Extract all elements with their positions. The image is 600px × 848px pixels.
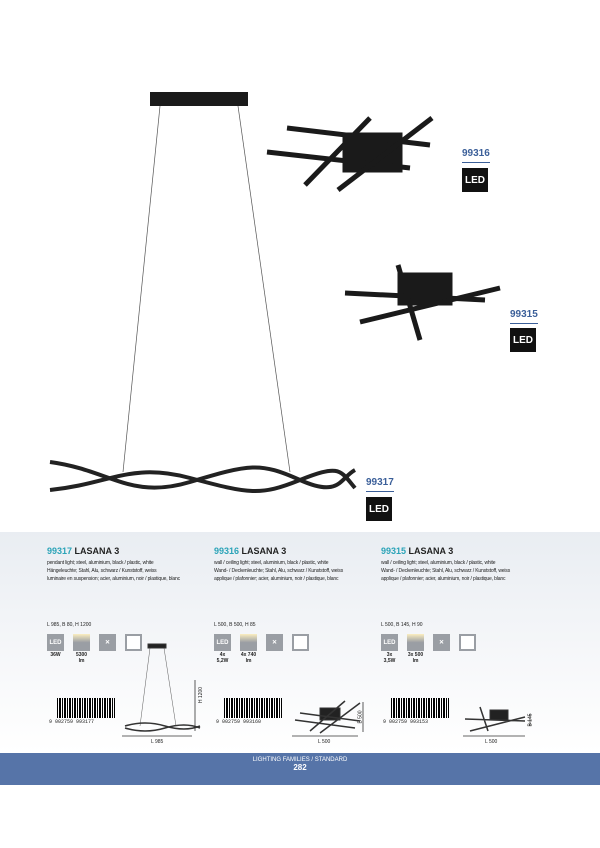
product-description: wall / ceiling light; steel, aluminium, … bbox=[381, 559, 543, 583]
product-code: 99317 bbox=[47, 546, 73, 556]
product-code-label: 99315 bbox=[510, 309, 538, 324]
barcode bbox=[391, 698, 449, 718]
lumen-icon bbox=[73, 634, 90, 651]
product-title: 99316 LASANA 3 bbox=[214, 546, 376, 556]
led-icon: LED bbox=[381, 634, 398, 651]
protection-class-icon: ▢ bbox=[125, 634, 142, 651]
led-badge: LED bbox=[510, 328, 536, 352]
barcode-number: 9 002759 993177 bbox=[49, 719, 95, 725]
power: 3x 3,5W bbox=[383, 652, 396, 664]
desc-de: Wand- / Deckenleuchte; Stahl, Alu, schwa… bbox=[381, 568, 511, 574]
dimensions: L 500, B 500, H 85 bbox=[214, 622, 256, 628]
product-code-label: 99316 bbox=[462, 148, 490, 163]
desc-fr: applique / plafonnier; acier, aluminium,… bbox=[214, 576, 339, 582]
desc-fr: luminaire en suspension; acier, aluminiu… bbox=[47, 576, 180, 582]
product-description: wall / ceiling light; steel, aluminium, … bbox=[214, 559, 376, 583]
desc-fr: applique / plafonnier; acier, aluminium,… bbox=[381, 576, 506, 582]
led-badge: LED bbox=[462, 168, 488, 192]
not-dimmable-icon: ✕ bbox=[99, 634, 116, 651]
desc-en: pendant light; steel, aluminium, black /… bbox=[47, 560, 154, 566]
led-icon: LED bbox=[47, 634, 64, 651]
product-spec-99316: 99316 LASANA 3 wall / ceiling light; ste… bbox=[214, 546, 376, 745]
dimension-drawings bbox=[122, 643, 531, 737]
ceiling-99315-image bbox=[344, 264, 501, 341]
desc-de: Wand- / Deckenleuchte; Stahl, Alu, schwa… bbox=[214, 568, 344, 574]
desc-en: wall / ceiling light; steel, aluminium, … bbox=[214, 560, 329, 566]
not-dimmable-icon: ✕ bbox=[266, 634, 283, 651]
product-name: LASANA 3 bbox=[74, 546, 120, 556]
led-badge: LED bbox=[366, 497, 392, 521]
lumen: 3x 500 lm bbox=[407, 652, 424, 664]
product-title: 99317 LASANA 3 bbox=[47, 546, 209, 556]
protection-class-icon: ▢ bbox=[459, 634, 476, 651]
dim-height: H 1200 bbox=[198, 686, 205, 704]
barcode bbox=[224, 698, 282, 718]
desc-de: Hängeleuchte; Stahl, Alu, schwarz / Kuns… bbox=[47, 568, 157, 574]
dim-height: B 500 bbox=[357, 710, 364, 724]
lumen-icon bbox=[407, 634, 424, 651]
protection-class-icon: ▢ bbox=[292, 634, 309, 651]
barcode-number: 9 002759 993153 bbox=[383, 719, 429, 725]
barcode-number: 9 002759 993160 bbox=[216, 719, 262, 725]
desc-en: wall / ceiling light; steel, aluminium, … bbox=[381, 560, 496, 566]
product-name: LASANA 3 bbox=[241, 546, 287, 556]
product-spec-99317: 99317 LASANA 3 pendant light; steel, alu… bbox=[47, 546, 209, 745]
power: 36W bbox=[50, 652, 61, 658]
product-code: 99315 bbox=[381, 546, 407, 556]
product-code: 99316 bbox=[214, 546, 240, 556]
page-number: 282 bbox=[293, 763, 307, 772]
product-title: 99315 LASANA 3 bbox=[381, 546, 543, 556]
dimensions: L 985, B 80, H 1200 bbox=[47, 622, 92, 628]
product-images bbox=[49, 92, 501, 494]
spec-section: 99317 LASANA 3 pendant light; steel, alu… bbox=[0, 532, 600, 753]
not-dimmable-icon: ✕ bbox=[433, 634, 450, 651]
product-name: LASANA 3 bbox=[408, 546, 454, 556]
dim-length: L 985 bbox=[151, 739, 164, 745]
product-code-label: 99317 bbox=[366, 477, 394, 492]
power: 4x 5,2W bbox=[216, 652, 229, 664]
dim-height: B 145 bbox=[527, 713, 534, 727]
product-spec-99315: 99315 LASANA 3 wall / ceiling light; ste… bbox=[381, 546, 543, 745]
ceiling-99316-image bbox=[266, 116, 434, 192]
lumen: 4x 740 lm bbox=[240, 652, 257, 664]
dimensions: L 500, B 145, H 90 bbox=[381, 622, 423, 628]
pendant-99317-image bbox=[49, 92, 357, 494]
lumen: 5300 lm bbox=[75, 652, 88, 664]
barcode bbox=[57, 698, 115, 718]
lumen-icon bbox=[240, 634, 257, 651]
footer-category: LIGHTING FAMILIES / STANDARD bbox=[252, 757, 348, 763]
dim-length: L 500 bbox=[318, 739, 331, 745]
led-icon: LED bbox=[214, 634, 231, 651]
product-description: pendant light; steel, aluminium, black /… bbox=[47, 559, 209, 583]
dim-length: L 500 bbox=[485, 739, 498, 745]
page-footer: LIGHTING FAMILIES / STANDARD 282 bbox=[0, 753, 600, 785]
